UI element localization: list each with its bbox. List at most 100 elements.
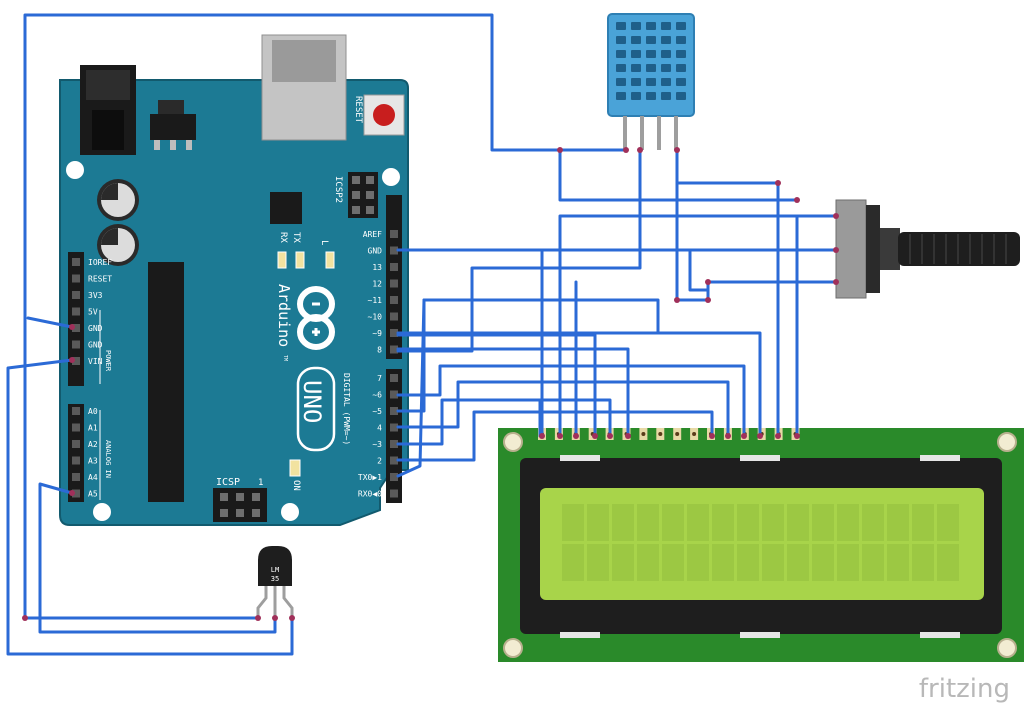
header-pin[interactable]: [72, 258, 80, 266]
wire-endpoint: [775, 433, 781, 439]
wire-endpoint: [69, 324, 75, 330]
lcd-char-cell: [887, 504, 909, 541]
wire-endpoint: [725, 433, 731, 439]
pin-label: IOREF: [88, 258, 112, 267]
header-pin[interactable]: [72, 324, 80, 332]
dc-jack: [80, 65, 136, 155]
dht-vent: [646, 50, 656, 58]
lcd-char-cell: [912, 544, 934, 581]
pin-label: ~9: [372, 329, 382, 338]
header-pin[interactable]: [390, 279, 398, 288]
header-pin[interactable]: [72, 473, 80, 481]
lcd-char-cell: [687, 504, 709, 541]
dht-vent: [631, 64, 641, 72]
wire-endpoint: [557, 147, 563, 153]
usb-connector: [261, 34, 347, 141]
header-pin[interactable]: [72, 456, 80, 465]
capacitor: [97, 224, 139, 266]
header-pin[interactable]: [390, 246, 398, 255]
header-pin[interactable]: [390, 456, 398, 465]
header-pin[interactable]: [390, 473, 398, 481]
arduino-logo: [297, 286, 335, 350]
dht-pin: [623, 116, 627, 150]
header-pin[interactable]: [390, 296, 398, 304]
dht-vent: [676, 50, 686, 58]
dht-vent: [631, 50, 641, 58]
pin-label: 13: [372, 263, 382, 272]
header-pin[interactable]: [390, 263, 398, 271]
wire-endpoint: [705, 279, 711, 285]
header-pin[interactable]: [72, 357, 80, 365]
pin-label: ~11: [368, 296, 383, 305]
header-pin[interactable]: [72, 440, 80, 448]
lcd-module: [498, 428, 1024, 662]
header-pin[interactable]: [72, 291, 80, 299]
dht-vent: [616, 22, 626, 30]
lcd-char-cell: [762, 504, 784, 541]
voltage-regulator: [150, 100, 196, 150]
lcd-char-cell: [837, 544, 859, 581]
lcd-char-cell: [937, 504, 959, 541]
lm35-pin: [256, 586, 268, 618]
dht-vent: [616, 92, 626, 100]
header-pin[interactable]: [72, 307, 80, 316]
dht-vent: [676, 36, 686, 44]
potentiometer-knob[interactable]: [898, 232, 1020, 266]
header-pin[interactable]: [390, 312, 398, 321]
lcd-char-cell: [662, 504, 684, 541]
dht-vent: [646, 22, 656, 30]
digital-label: DIGITAL (PWM=~): [342, 373, 351, 445]
wire-endpoint: [592, 433, 598, 439]
pin-label: 12: [372, 280, 382, 289]
wire-endpoint: [833, 213, 839, 219]
lcd-char-cell: [762, 544, 784, 581]
header-pin[interactable]: [72, 407, 80, 415]
header-pin[interactable]: [390, 440, 398, 448]
reset-button[interactable]: [363, 94, 405, 136]
header-pin[interactable]: [72, 340, 80, 349]
lm35-label-line2: 35: [271, 575, 279, 583]
lcd-char-cell: [562, 544, 584, 581]
lcd-char-cell: [862, 504, 884, 541]
pin-label: GND: [368, 247, 383, 256]
lcd-char-cell: [787, 504, 809, 541]
lcd-char-cell: [812, 544, 834, 581]
header-pin[interactable]: [390, 407, 398, 415]
on-led: [289, 459, 301, 477]
dht-vent: [616, 64, 626, 72]
wire: [396, 331, 762, 438]
dht-vent: [676, 64, 686, 72]
wire-endpoint: [272, 615, 278, 621]
header-pin[interactable]: [390, 374, 398, 382]
wire-endpoint: [637, 147, 643, 153]
header-pin[interactable]: [390, 489, 398, 498]
l-led: [325, 251, 335, 269]
lcd-char-cell: [737, 504, 759, 541]
wire-endpoint: [539, 433, 545, 439]
arduino-board: RESET ICSP2 TX RX L: [59, 34, 409, 526]
header-pin[interactable]: [390, 329, 398, 337]
dht-pin: [640, 116, 644, 150]
capacitor: [97, 179, 139, 221]
wire: [396, 333, 597, 438]
header-pin[interactable]: [390, 345, 398, 354]
pin-label: GND: [88, 341, 103, 350]
dht-vent: [616, 78, 626, 86]
header-pin[interactable]: [72, 274, 80, 283]
pin-label: A0: [88, 407, 98, 416]
tx-led: [295, 251, 305, 269]
header-pin[interactable]: [390, 230, 398, 238]
pin-label: 4: [377, 424, 382, 433]
header-pin[interactable]: [390, 390, 398, 399]
wire-endpoint: [623, 147, 629, 153]
mount-hole: [382, 168, 400, 186]
wire: [23, 13, 628, 620]
header-pin[interactable]: [72, 423, 80, 432]
mount-hole: [66, 161, 84, 179]
header-pin[interactable]: [390, 423, 398, 432]
digital-header-bottom: [386, 369, 402, 503]
dht-vent: [646, 36, 656, 44]
header-pin[interactable]: [72, 489, 80, 498]
